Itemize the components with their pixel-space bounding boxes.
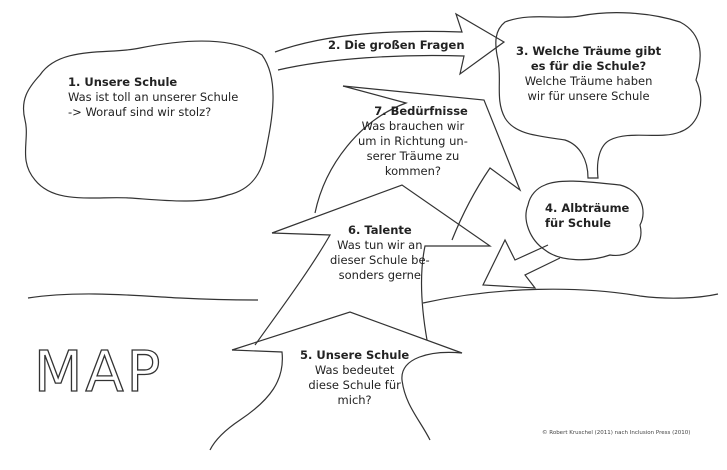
section-5-line: Was bedeutet [314,363,395,377]
section-2-heading: 2. Die großen Fragen [328,38,465,52]
section-2-text: 2. Die großen Fragen [328,38,465,53]
section-3-text: 3. Welche Träume gibt es für die Schule?… [516,44,661,104]
section-1-text: 1. Unsere Schule Was ist toll an unserer… [68,75,238,120]
section-4-text: 4. Albträume für Schule [545,201,629,231]
section-4-heading-2: für Schule [545,216,612,230]
arrow-unsere-schule-5 [231,311,463,441]
section-7-line: serer Träume zu [366,149,460,163]
section-7-text: 7. Bedürfnisse Was brauchen wir um in Ri… [358,104,468,179]
section-6-line: Was tun wir an [337,238,423,252]
section-1-line: -> Worauf sind wir stolz? [68,105,212,119]
arrow-grosse-fragen [274,12,506,76]
section-3-heading: 3. Welche Träume gibt [516,44,662,58]
section-3-line: Welche Träume haben [524,74,653,88]
section-3-heading-2: es für die Schule? [530,59,647,73]
section-5-line: mich? [337,393,372,407]
section-6-heading: 6. Talente [347,223,412,237]
arrow-albtraeume [482,238,561,289]
arrow-beduerfnisse [314,85,408,214]
copyright: © Robert Kruschel (2011) nach Inclusion … [542,430,691,436]
section-1-heading: 1. Unsere Schule [68,75,178,89]
map-title: MAP [33,339,164,405]
horizon-line [27,293,259,301]
section-4-heading: 4. Albträume [545,201,630,215]
section-5-heading: 5. Unsere Schule [300,348,410,362]
section-6-line: dieser Schule be- [330,253,430,267]
section-5-line: diese Schule für [308,378,401,392]
cloud-traeume [495,12,702,179]
section-1-line: Was ist toll an unserer Schule [68,90,239,104]
section-6-text: 6. Talente Was tun wir an dieser Schule … [330,223,430,283]
cloud-unsere-schule [22,40,274,202]
section-6-line: sonders gerne [338,268,421,282]
arrow-talente [271,184,492,341]
section-7-line: um in Richtung un- [358,134,468,148]
section-7-line: Was brauchen wir [361,119,465,133]
section-7-heading: 7. Bedürfnisse [374,104,468,118]
cloud-albtraeume [525,180,644,261]
section-5-text: 5. Unsere Schule Was bedeutet diese Schu… [300,348,409,408]
section-3-line: wir für unsere Schule [527,89,650,103]
section-7-line: kommen? [384,164,442,178]
